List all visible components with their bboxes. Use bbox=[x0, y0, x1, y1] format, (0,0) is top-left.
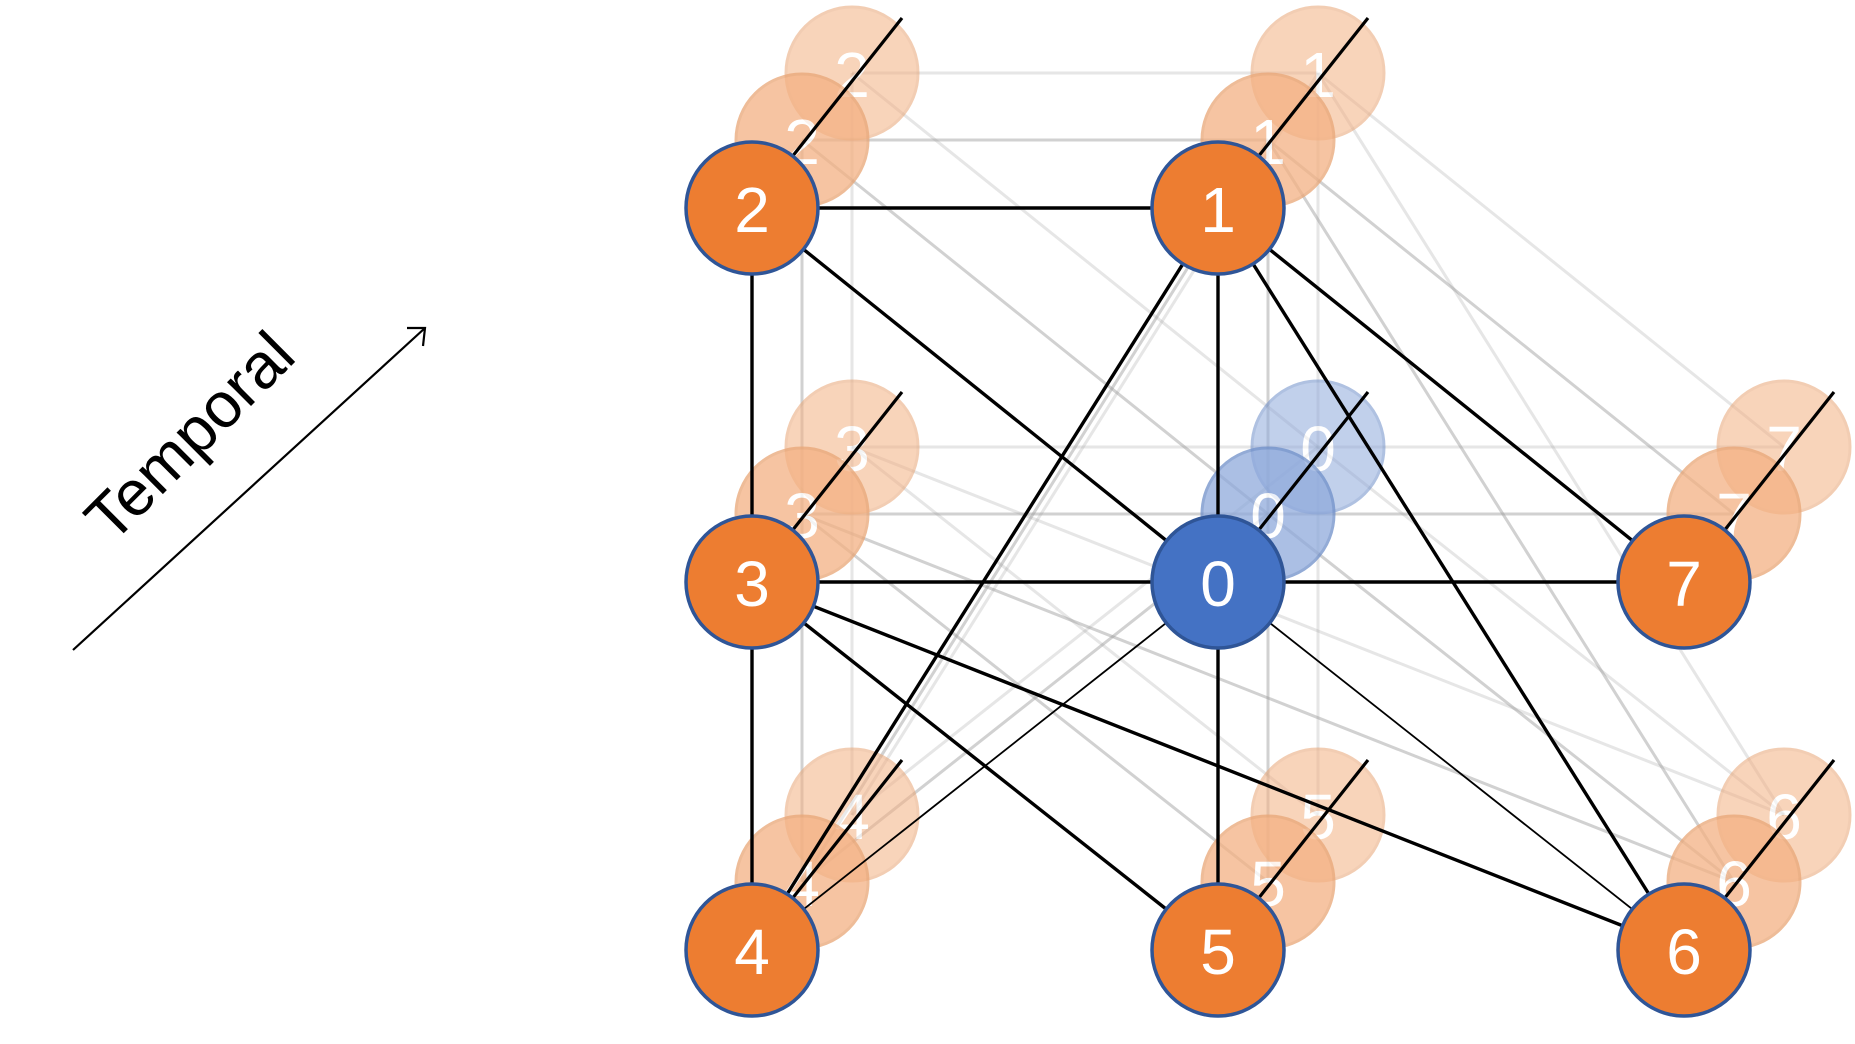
ghost-edge-1-7 bbox=[1317, 71, 1785, 449]
edge-1-7 bbox=[1216, 206, 1686, 584]
ghost-edge-1-6 bbox=[1266, 139, 1736, 883]
ghost-nodes-layer: 0011223344556677 bbox=[734, 5, 1852, 953]
node-circle bbox=[1150, 140, 1286, 276]
node-circle bbox=[684, 882, 820, 1018]
node-circle bbox=[1150, 514, 1286, 650]
ghost-edge-0-6 bbox=[1267, 512, 1735, 884]
node-4: 4 bbox=[684, 882, 820, 1018]
edge-1-4 bbox=[750, 207, 1220, 951]
ghost-edge-1-7 bbox=[1267, 138, 1735, 516]
edge-0-4 bbox=[751, 581, 1219, 951]
ghost-edge-3-5 bbox=[851, 445, 1319, 817]
ghost-edge-2-0 bbox=[851, 71, 1319, 449]
ghost-edge-1-6 bbox=[1316, 72, 1786, 816]
node-1: 1 bbox=[1150, 140, 1286, 276]
node-label: 5 bbox=[1200, 916, 1236, 988]
ghost-edge-3-6 bbox=[851, 445, 1785, 817]
node-circle bbox=[684, 140, 820, 276]
temporal-axis-line bbox=[72, 327, 426, 651]
edge-2-0 bbox=[750, 206, 1220, 584]
edge-0-6 bbox=[1217, 581, 1685, 951]
node-label: 6 bbox=[1666, 916, 1702, 988]
ghost-edge-0-6 bbox=[1317, 445, 1785, 817]
node-circle bbox=[1616, 514, 1752, 650]
ghost-edge-3-5 bbox=[801, 512, 1269, 884]
ghost-edge-2-0 bbox=[801, 138, 1269, 516]
node-circle bbox=[1150, 882, 1286, 1018]
node-label: 1 bbox=[1200, 174, 1236, 246]
node-label: 2 bbox=[734, 174, 770, 246]
temporal-axis: Temporal bbox=[71, 318, 427, 651]
temporal-axis-arrowhead bbox=[407, 326, 427, 347]
node-7: 7 bbox=[1616, 514, 1752, 650]
temporal-axis-label: Temporal bbox=[71, 318, 308, 555]
node-label: 7 bbox=[1666, 548, 1702, 620]
node-6: 6 bbox=[1616, 882, 1752, 1018]
node-label: 0 bbox=[1200, 548, 1236, 620]
node-circle bbox=[684, 514, 820, 650]
node-2: 2 bbox=[684, 140, 820, 276]
node-circle bbox=[1616, 882, 1752, 1018]
node-label: 4 bbox=[734, 916, 770, 988]
node-3: 3 bbox=[684, 514, 820, 650]
node-0: 0 bbox=[1150, 514, 1286, 650]
nodes-layer: 0 1 2 3 4 5 6 7 bbox=[684, 140, 1752, 1018]
node-label: 3 bbox=[734, 548, 770, 620]
node-5: 5 bbox=[1150, 882, 1286, 1018]
edge-1-6 bbox=[1216, 207, 1686, 951]
ghost-edge-3-6 bbox=[801, 512, 1735, 884]
